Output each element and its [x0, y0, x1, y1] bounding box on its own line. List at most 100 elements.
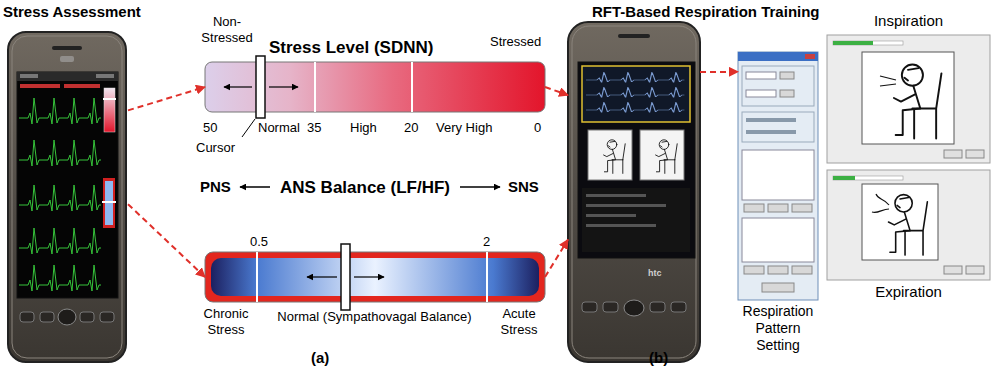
scale-end-label: Non-Stressed — [198, 14, 256, 45]
ecg-trace — [19, 98, 101, 124]
bar-heading: ANS Balance (LF/HF) — [280, 178, 450, 198]
phone-illustration — [20, 74, 38, 78]
expiration-window-graphic — [888, 195, 927, 255]
section-heading: RFT-Based Respiration Training — [592, 3, 820, 21]
stress-level-bar-graphic — [411, 62, 413, 112]
dashed-arrow — [545, 240, 568, 277]
expiration-window-graphic — [944, 266, 962, 274]
dashed-arrow — [545, 87, 568, 95]
settings-window-graphic — [780, 90, 794, 97]
inspiration-window-graphic — [833, 41, 873, 45]
range-label: Acute Stress — [490, 306, 548, 337]
scale-number: 2 — [483, 234, 490, 250]
axis-end-label: SNS — [508, 178, 539, 196]
phone-illustration — [624, 300, 644, 316]
phone-illustration — [650, 302, 665, 312]
signal-trace — [586, 72, 684, 112]
inspiration-window-graphic — [944, 150, 962, 158]
axis-end-label: PNS — [200, 178, 231, 196]
phone-illustration — [586, 204, 666, 207]
range-label: Normal (Sympathovagal Balance) — [272, 309, 477, 325]
ecg-trace — [19, 228, 101, 254]
callout-label: Cursor — [196, 140, 235, 156]
phone-illustration — [20, 84, 60, 88]
phone-panel: Stress Assessment — [5, 30, 128, 365]
expiration-window-graphic — [827, 170, 990, 280]
ans-balance-bar-graphic — [205, 187, 545, 310]
phone-illustration — [17, 72, 118, 298]
settings-window-graphic — [768, 204, 788, 212]
ans-balance-bar: ANS Balance (LF/HF) — [205, 252, 545, 302]
settings-window-graphic — [742, 150, 814, 200]
scale-number: 35 — [307, 120, 321, 136]
inspiration-window-graphic — [827, 35, 990, 163]
phone-illustration — [80, 312, 94, 322]
expiration-window-graphic — [833, 176, 855, 180]
phone-illustration — [104, 88, 115, 132]
settings-window-graphic — [805, 54, 815, 59]
window-caption: Inspiration — [827, 12, 990, 30]
phone-illustration — [8, 32, 126, 362]
expiration-window-graphic — [966, 266, 984, 274]
settings-window-graphic — [738, 52, 818, 300]
ans-balance-bar-graphic — [341, 244, 350, 310]
phone-illustration — [568, 22, 700, 362]
settings-window-graphic — [742, 66, 814, 106]
dashed-arrow — [128, 87, 205, 110]
settings-window-graphic — [742, 218, 814, 262]
ans-balance-bar-graphic — [354, 276, 384, 277]
range-label: High — [350, 120, 377, 136]
phone-illustration — [618, 34, 650, 38]
ans-balance-bar-graphic — [307, 276, 337, 277]
settings-window: Respiration Pattern Setting — [738, 52, 818, 300]
phone-illustration — [586, 214, 636, 217]
settings-window-graphic — [742, 112, 814, 142]
logo-text: htc — [648, 268, 662, 279]
phone-illustration — [8, 32, 126, 362]
stress-level-bar-graphic — [224, 86, 252, 87]
connectors — [128, 72, 738, 277]
window-caption: Respiration Pattern Setting — [736, 303, 820, 353]
phone-illustration — [656, 140, 678, 174]
stress-level-bar-graphic — [256, 56, 265, 118]
phone-illustration — [96, 74, 114, 78]
signal-trace — [586, 87, 684, 97]
ecg-trace — [19, 265, 101, 291]
phone-illustration — [102, 201, 116, 203]
dashed-arrow — [128, 204, 205, 277]
expiration-window-graphic — [827, 170, 990, 280]
scale-number: 20 — [404, 120, 418, 136]
scale-number: 0 — [534, 120, 541, 136]
phone-illustration — [671, 302, 686, 312]
dashed-arrow — [700, 71, 738, 73]
ecg-trace — [19, 185, 101, 211]
inspiration-panel: Inspiration — [827, 35, 990, 163]
scale-number: 50 — [203, 120, 217, 136]
ecg-trace — [19, 140, 101, 166]
phone-illustration — [52, 46, 82, 50]
phone-illustration — [582, 302, 597, 312]
subfigure-label: (b) — [649, 349, 668, 367]
phone-illustration — [40, 312, 54, 322]
phone-illustration — [582, 188, 690, 252]
phone-illustration — [58, 309, 76, 325]
phone-illustration — [640, 130, 684, 180]
signal-trace — [586, 72, 684, 82]
ans-balance-bar-graphic — [240, 186, 270, 188]
expiration-window-graphic — [862, 184, 938, 260]
phone-illustration — [572, 26, 696, 358]
subfigure-label: (a) — [311, 349, 329, 367]
phone-illustration — [103, 178, 115, 228]
settings-window-graphic — [746, 72, 776, 79]
ans-balance-bar-graphic — [460, 186, 500, 188]
settings-window-graphic — [738, 52, 818, 61]
phone-panel: htc — [568, 22, 700, 362]
window-caption: Expiration — [827, 283, 990, 301]
phone-illustration — [12, 36, 122, 358]
phone-illustration — [103, 98, 116, 100]
stress-level-bar: Stress Level (SDNN) — [205, 62, 545, 112]
